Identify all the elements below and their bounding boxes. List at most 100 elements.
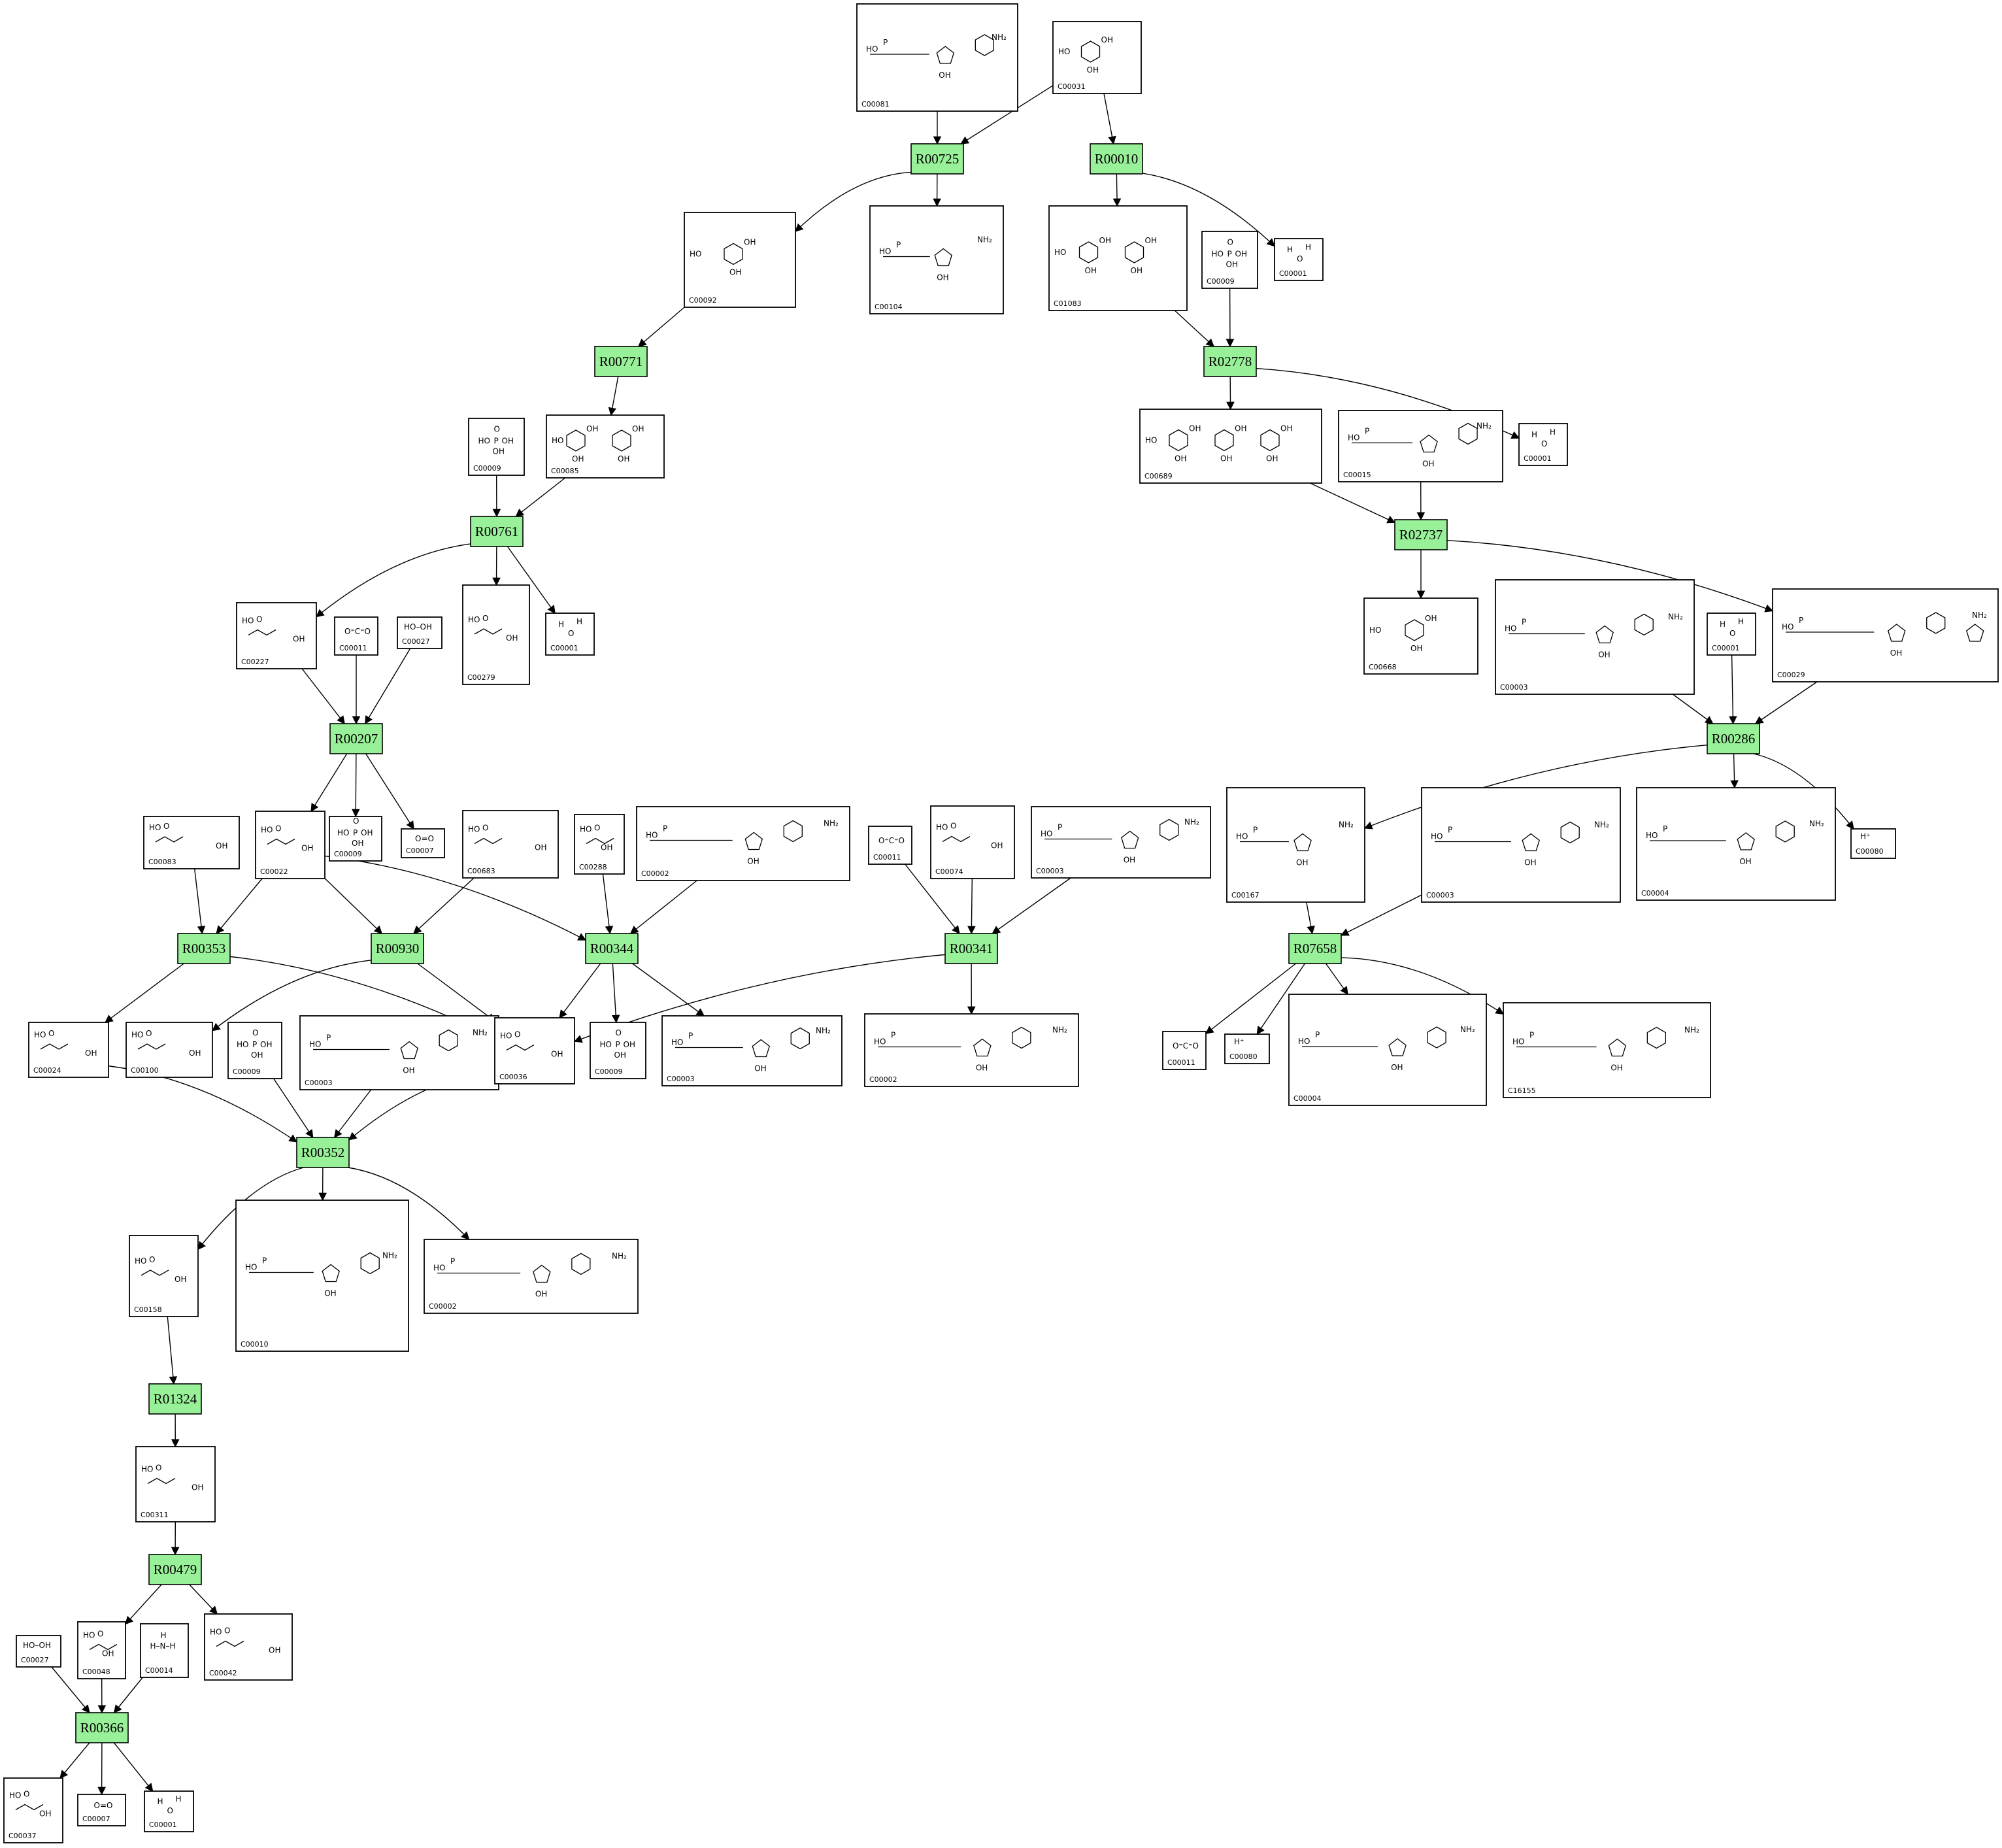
- svg-text:HO–OH: HO–OH: [23, 1641, 51, 1650]
- reaction-r02778[interactable]: R02778: [1203, 346, 1257, 377]
- svg-text:OH: OH: [85, 1049, 97, 1058]
- structure-drawing: O⁼C⁼O: [344, 627, 371, 636]
- svg-text:P: P: [1058, 823, 1062, 832]
- reaction-r00344[interactable]: R00344: [585, 933, 639, 964]
- compound-id: C00311: [141, 1511, 169, 1519]
- reaction-label: R00341: [950, 941, 993, 956]
- compound-c00080a[interactable]: H⁺C00080: [1850, 828, 1896, 859]
- svg-text:OH: OH: [535, 843, 546, 852]
- svg-text:NH₂: NH₂: [992, 33, 1007, 42]
- reaction-r00930[interactable]: R00930: [371, 933, 424, 964]
- svg-text:OH: OH: [269, 1646, 280, 1655]
- svg-text:OH: OH: [1890, 648, 1902, 658]
- svg-text:OH: OH: [976, 1064, 988, 1073]
- reaction-r02737[interactable]: R02737: [1394, 519, 1448, 550]
- compound-c00080b[interactable]: H⁺C00080: [1224, 1033, 1270, 1064]
- structure-drawing: HO–OH: [23, 1641, 51, 1650]
- reaction-r00010[interactable]: R00010: [1090, 143, 1143, 175]
- reaction-r00479[interactable]: R00479: [148, 1554, 202, 1585]
- reaction-r00341[interactable]: R00341: [944, 933, 998, 964]
- reaction-r00207[interactable]: R00207: [329, 723, 383, 754]
- svg-text:OH: OH: [293, 635, 305, 644]
- reaction-r00725[interactable]: R00725: [910, 143, 964, 175]
- reaction-r07658[interactable]: R07658: [1288, 933, 1342, 964]
- svg-text:OH: OH: [1598, 650, 1610, 660]
- reaction-r00771[interactable]: R00771: [594, 346, 648, 377]
- reaction-r00286[interactable]: R00286: [1707, 723, 1760, 754]
- svg-text:P: P: [1799, 616, 1803, 625]
- reaction-r01324[interactable]: R01324: [148, 1383, 202, 1415]
- edge-r00352-c00158: [197, 1167, 304, 1251]
- reaction-label: R00366: [80, 1720, 124, 1736]
- compound-c00011c[interactable]: O⁼C⁼O C00011: [1162, 1031, 1207, 1070]
- reaction-r00366[interactable]: R00366: [75, 1712, 129, 1743]
- compound-id: C00007: [406, 847, 434, 855]
- reaction-r00761[interactable]: R00761: [470, 516, 524, 547]
- svg-text:HO: HO: [34, 1030, 46, 1039]
- compound-id: C00011: [1167, 1058, 1195, 1067]
- reaction-r00353[interactable]: R00353: [177, 933, 231, 964]
- compound-id: C00002: [429, 1302, 457, 1311]
- svg-text:O⁼C⁼O: O⁼C⁼O: [1173, 1041, 1199, 1050]
- compound-id: C00100: [131, 1066, 159, 1075]
- reaction-r00352[interactable]: R00352: [296, 1137, 350, 1168]
